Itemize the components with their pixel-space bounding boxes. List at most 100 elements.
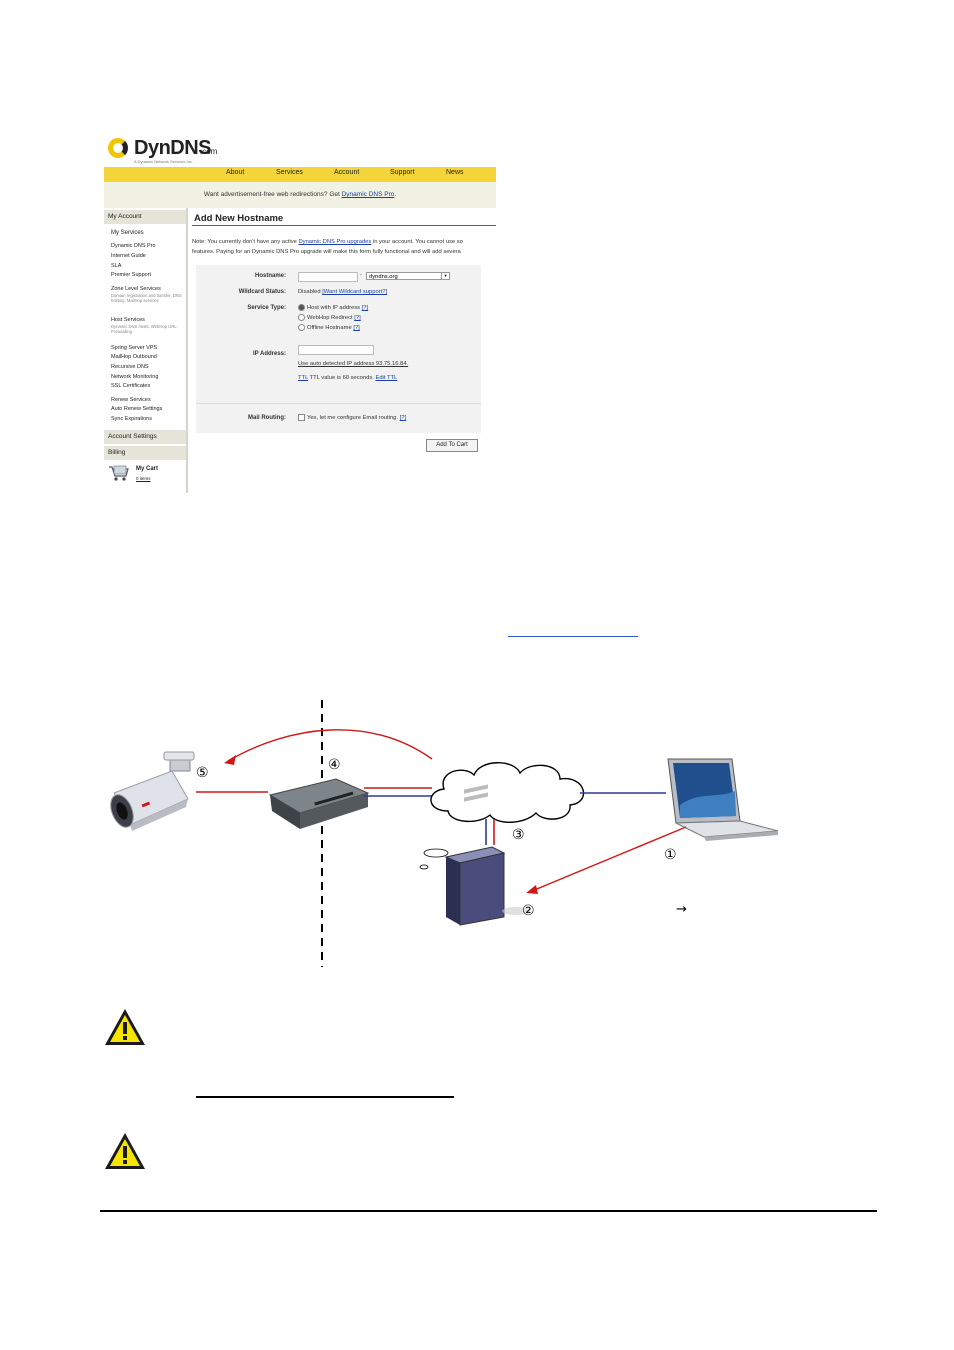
- logo-tagline: A Dynamic Network Services Inc.: [134, 159, 193, 164]
- nav-services[interactable]: Services: [276, 169, 303, 176]
- mail-routing-checkbox[interactable]: [298, 414, 305, 421]
- sidebar-host-services[interactable]: Host Services: [111, 317, 145, 323]
- service-option-webhop[interactable]: WebHop Redirect [?]: [298, 314, 361, 321]
- dyndns-screenshot: DynDNS .com A Dynamic Network Services I…: [104, 133, 496, 493]
- cart-icon: [109, 465, 129, 481]
- upgrade-note: Note: You currently don't have any activ…: [192, 237, 496, 257]
- sidebar-item[interactable]: Recursive DNS: [111, 364, 149, 370]
- service-option-label: Host with IP address: [307, 305, 361, 312]
- sidebar-item[interactable]: SSL Certificates: [111, 383, 151, 389]
- radio[interactable]: [298, 324, 305, 331]
- domain-select[interactable]: dyndns.org ▼: [366, 272, 450, 280]
- logo-text: DynDNS: [134, 137, 212, 159]
- sidebar-item[interactable]: Sync Expirations: [111, 416, 152, 422]
- sidebar-my-services[interactable]: My Services: [111, 230, 144, 236]
- help-link[interactable]: [?]: [399, 415, 407, 422]
- promo-text: Want advertisement-free web redirections…: [203, 191, 342, 198]
- sidebar-zone-desc: Domain registration and transfer, DNS ho…: [111, 293, 182, 303]
- nav-about[interactable]: About: [226, 169, 245, 176]
- ip-address-label: IP Address:: [252, 351, 286, 357]
- help-link[interactable]: [?]: [354, 315, 361, 322]
- hostname-dash: -: [360, 272, 362, 278]
- chevron-down-icon: ▼: [441, 273, 449, 279]
- hostname-label: Hostname:: [254, 273, 286, 279]
- nav-support[interactable]: Support: [390, 169, 415, 176]
- warning-icon: [105, 1133, 145, 1169]
- note-upgrade-link[interactable]: Dynamic DNS Pro upgrades: [298, 239, 372, 245]
- network-diagram: ⑤ ④ ③ ① ② →: [110, 700, 779, 967]
- sidebar-item[interactable]: Dynamic DNS Pro: [111, 243, 156, 249]
- sidebar-billing[interactable]: Billing: [104, 446, 186, 460]
- link-underline: [508, 636, 638, 637]
- wildcard-label: Wildcard Status:: [238, 289, 286, 295]
- sidebar-account-settings[interactable]: Account Settings: [104, 430, 186, 444]
- promo-banner: Want advertisement-free web redirections…: [104, 182, 496, 208]
- cart-items-link[interactable]: 0 items: [136, 476, 151, 481]
- note-text-a: Note: You currently don't have any activ…: [192, 239, 299, 245]
- nav-account[interactable]: Account: [334, 169, 360, 176]
- radio[interactable]: [298, 314, 305, 321]
- mail-routing-option[interactable]: Yes, let me configure Email routing. [?]: [298, 414, 406, 421]
- step-3-label: ③: [512, 827, 525, 843]
- add-to-cart-button[interactable]: Add To Cart: [426, 439, 478, 452]
- sidebar-zone-services[interactable]: Zone Level Services: [111, 286, 161, 292]
- arrow-2-head: [526, 885, 538, 894]
- footer-divider: [100, 1210, 877, 1212]
- arrow-glyph: →: [676, 902, 687, 917]
- warning-icon: [105, 1009, 145, 1045]
- step-5-label: ⑤: [196, 765, 209, 781]
- logo-row: DynDNS .com A Dynamic Network Services I…: [104, 133, 496, 167]
- domain-select-value: dyndns.org: [369, 274, 398, 280]
- help-link[interactable]: [?]: [353, 325, 360, 332]
- promo-end: .: [394, 191, 397, 198]
- edit-ttl-link[interactable]: Edit TTL: [375, 375, 398, 381]
- sidebar-item[interactable]: Network Monitoring: [111, 374, 159, 380]
- service-type-label: Service Type:: [247, 305, 286, 311]
- step-1-label: ①: [664, 847, 677, 863]
- service-option-offline[interactable]: Offline Hostname [?]: [298, 324, 360, 331]
- server-icon: [444, 784, 530, 926]
- text-underline: [196, 1096, 454, 1098]
- promo-link[interactable]: Dynamic DNS Pro: [341, 191, 395, 198]
- help-link[interactable]: [?]: [361, 305, 369, 312]
- ip-autodetect-link[interactable]: Use auto detected IP address 93.75.16.84…: [298, 361, 409, 367]
- dyndns-logo-icon: [108, 138, 128, 158]
- note-text-b: in your account. You cannot use so: [371, 239, 463, 245]
- wildcard-value: Disabled [Want Wildcard support?]: [298, 289, 387, 295]
- ttl-info: TTL TTL value is 60 seconds. Edit TTL: [298, 375, 397, 381]
- wildcard-status: Disabled: [298, 289, 321, 295]
- cart-title[interactable]: My Cart: [136, 466, 159, 472]
- service-option-label: Offline Hostname: [307, 325, 352, 332]
- sidebar-item[interactable]: Premier Support: [111, 272, 152, 278]
- radio-selected[interactable]: [298, 304, 305, 311]
- arrow-5: [227, 729, 433, 762]
- logo-suffix: .com: [200, 147, 218, 156]
- sidebar-item[interactable]: Auto Renew Settings: [111, 406, 163, 412]
- service-option-host[interactable]: Host with IP address [?]: [298, 304, 368, 311]
- hostname-form: Hostname: - dyndns.org ▼ Wildcard Status…: [196, 265, 481, 433]
- sidebar-item[interactable]: Internet Guide: [111, 253, 146, 259]
- internet-cloud-icon: [430, 762, 585, 823]
- sidebar-item[interactable]: MailHop Outbound: [111, 354, 157, 360]
- page-title: Add New Hostname: [194, 213, 284, 224]
- mail-routing-text: Yes, let me configure Email routing.: [307, 415, 398, 422]
- ttl-link[interactable]: TTL: [298, 375, 309, 381]
- ip-address-input[interactable]: [298, 345, 374, 355]
- note-text-c: features. Paying for an Dynamic DNS Pro …: [192, 249, 461, 255]
- sidebar-item[interactable]: Renew Services: [111, 397, 151, 403]
- wildcard-support-link[interactable]: [Want Wildcard support?]: [322, 289, 388, 295]
- arrow-5-head: [224, 755, 236, 765]
- sidebar: My Account My Services Dynamic DNS Pro I…: [104, 208, 188, 493]
- step-4-label: ④: [328, 757, 341, 773]
- router-icon: [268, 778, 370, 829]
- sidebar-item[interactable]: Spring Server VPS: [111, 345, 158, 351]
- hostname-input[interactable]: [298, 272, 358, 282]
- sidebar-my-account[interactable]: My Account: [104, 210, 186, 224]
- step-2-label: ②: [522, 903, 535, 919]
- service-option-label: WebHop Redirect: [307, 315, 353, 322]
- top-nav: About Services Account Support News: [104, 167, 496, 182]
- sidebar-item[interactable]: SLA: [111, 263, 122, 269]
- form-divider: [196, 403, 481, 404]
- thought-bubble: [423, 848, 449, 858]
- nav-news[interactable]: News: [446, 169, 464, 176]
